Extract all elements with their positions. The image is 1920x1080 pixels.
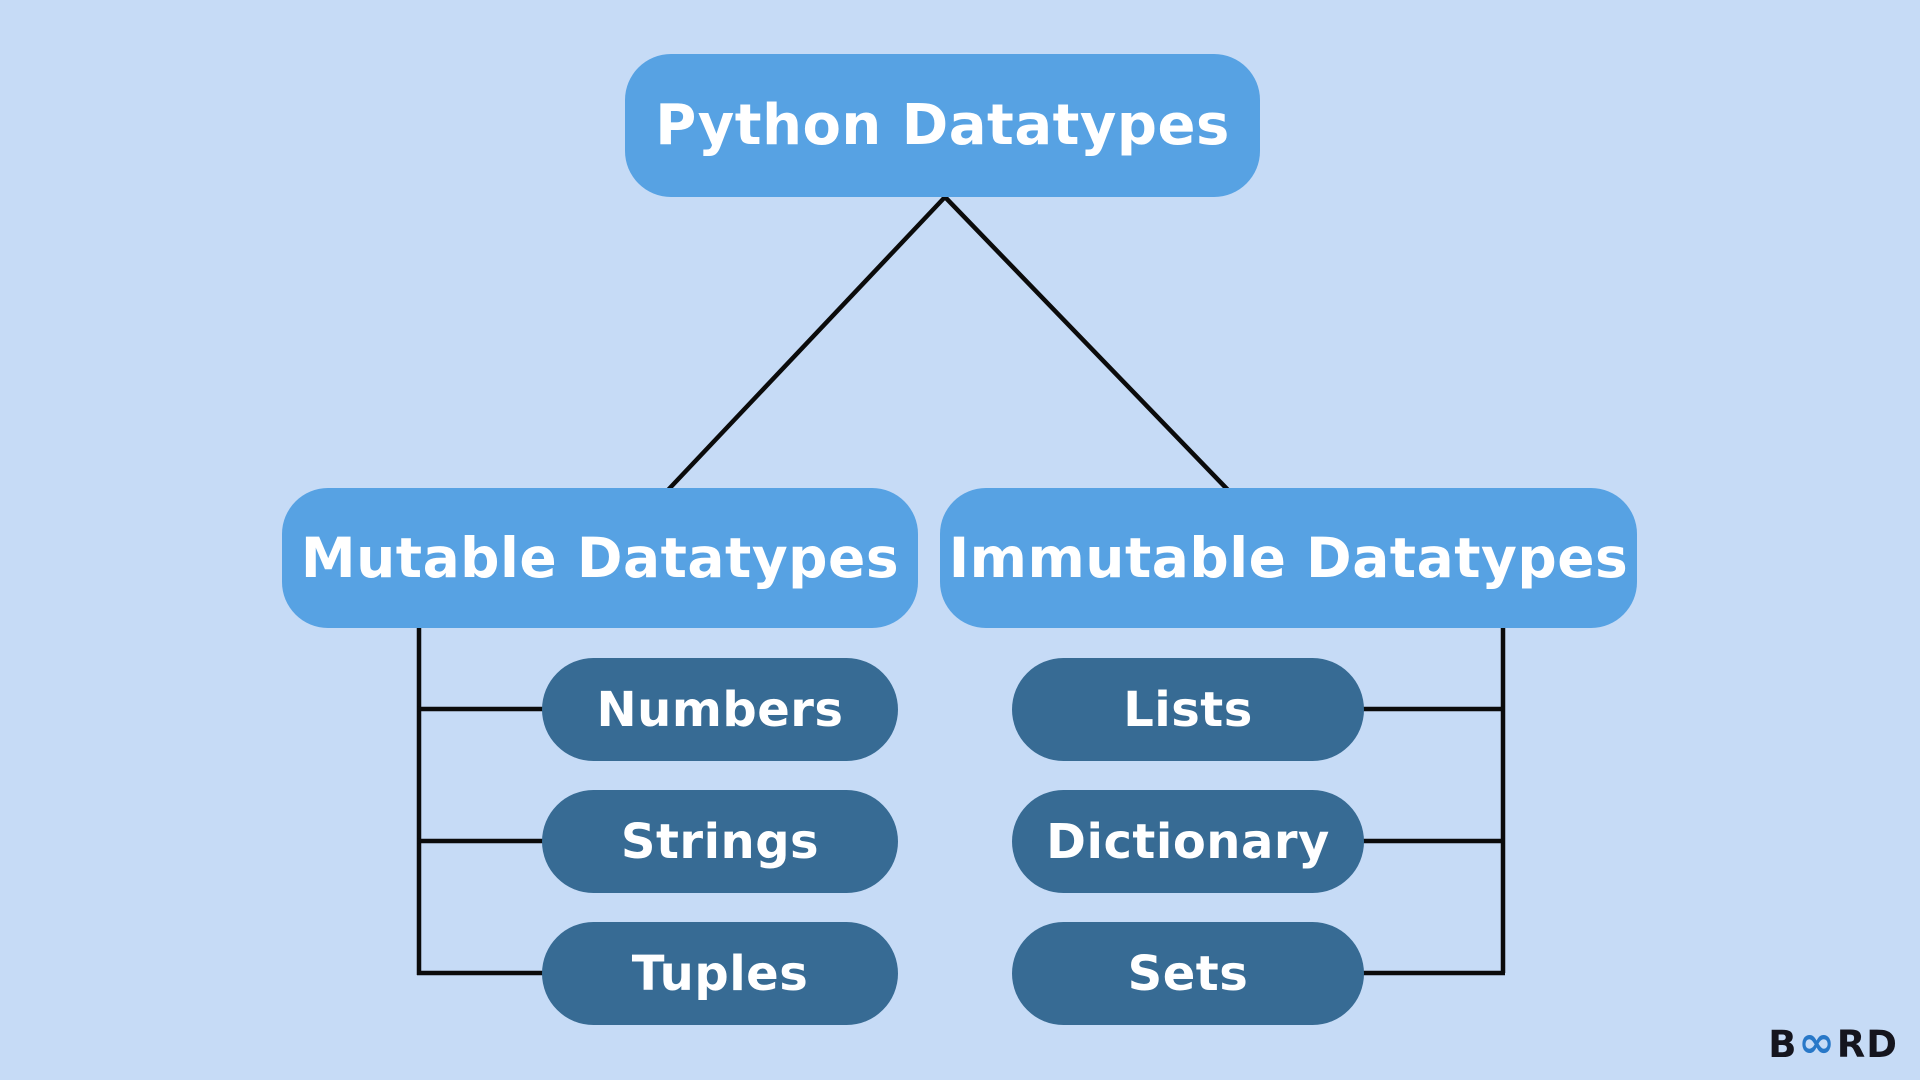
infinity-icon: ∞ bbox=[1798, 1017, 1836, 1069]
node-python-datatypes: Python Datatypes bbox=[625, 54, 1260, 197]
logo-text-prefix: B bbox=[1768, 1022, 1798, 1066]
connector-root-to-immutable bbox=[943, 195, 1230, 492]
node-mutable-datatypes: Mutable Datatypes bbox=[282, 488, 918, 628]
node-immutable-datatypes: Immutable Datatypes bbox=[940, 488, 1637, 628]
node-lists: Lists bbox=[1012, 658, 1364, 761]
node-tuples: Tuples bbox=[542, 922, 898, 1025]
logo-text-suffix: RD bbox=[1836, 1022, 1898, 1066]
node-numbers: Numbers bbox=[542, 658, 898, 761]
connector-root-to-mutable bbox=[666, 195, 947, 492]
node-strings: Strings bbox=[542, 790, 898, 893]
node-sets: Sets bbox=[1012, 922, 1364, 1025]
board-infinity-logo: B ∞ RD bbox=[1768, 1017, 1898, 1069]
node-dictionary: Dictionary bbox=[1012, 790, 1364, 893]
